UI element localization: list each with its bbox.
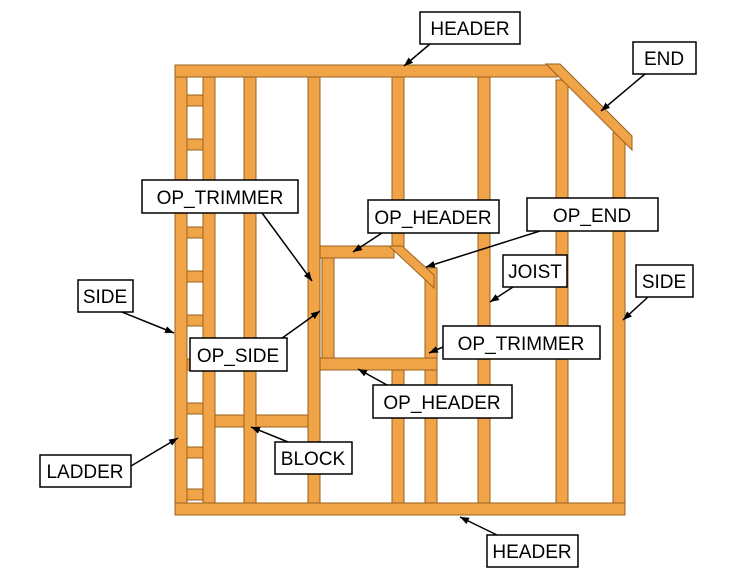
label-text: OP_SIDE: [197, 346, 279, 367]
leader-arrows: [121, 43, 649, 536]
op-end-diagonal-member: [387, 245, 435, 290]
ladder-rung: [185, 138, 205, 151]
label-text: SIDE: [83, 287, 127, 308]
label-box: [526, 197, 659, 232]
label-box: [189, 337, 288, 372]
label-text: SIDE: [642, 272, 686, 293]
label-text: OP_END: [553, 206, 631, 227]
label-box: [367, 199, 500, 234]
arrow-op-trimmer-right: [428, 346, 444, 354]
side-left-member: [174, 64, 188, 516]
label-side-right: SIDE: [635, 264, 694, 298]
label-op-end: OP_END: [526, 197, 659, 232]
arrow-op-header-top: [352, 232, 383, 253]
arrow-block: [250, 426, 289, 443]
stud-member: [243, 76, 257, 504]
ladder-rung: [185, 94, 205, 107]
arrow-op-trimmer-left: [261, 212, 313, 282]
label-box: [442, 325, 601, 360]
label-box: [632, 41, 697, 75]
ladder-right-rail: [202, 76, 216, 504]
label-text: HEADER: [430, 19, 509, 40]
label-box: [141, 179, 299, 214]
label-box: [419, 11, 521, 45]
label-text: OP_TRIMMER: [157, 188, 284, 209]
label-side-left: SIDE: [77, 279, 134, 313]
label-text: END: [644, 49, 684, 70]
label-ladder: LADDER: [39, 454, 132, 488]
end-diagonal-member: [544, 63, 633, 152]
label-text: OP_HEADER: [374, 208, 491, 229]
label-text: OP_TRIMMER: [458, 334, 585, 355]
arrow-op-header-bottom: [357, 368, 388, 386]
stud-member: [555, 79, 569, 504]
op-header-top-member: [319, 245, 395, 259]
arrow-op-side: [277, 310, 321, 342]
op-trimmer-left-member: [307, 76, 321, 504]
label-op-trimmer-left: OP_TRIMMER: [141, 179, 299, 214]
label-block: BLOCK: [274, 441, 353, 475]
callout-labels: HEADER END OP_TRIMMER OP_HEADER OP_END J…: [39, 11, 697, 568]
label-box: [39, 454, 132, 488]
ladder-rung: [185, 270, 205, 283]
arrow-header-bottom: [459, 516, 498, 536]
ladder-rung: [185, 314, 205, 327]
framing-members: [174, 63, 633, 516]
op-header-bottom-member: [319, 357, 438, 371]
label-op-header-top: OP_HEADER: [367, 199, 500, 234]
label-box: [274, 441, 353, 475]
arrow-op-end: [425, 230, 541, 268]
label-joist: JOIST: [502, 254, 568, 288]
ladder-rung: [185, 226, 205, 239]
label-op-trimmer-right: OP_TRIMMER: [442, 325, 601, 360]
arrow-side-left: [121, 311, 175, 334]
label-op-header-bottom: OP_HEADER: [372, 384, 513, 419]
header-bottom-member: [174, 502, 626, 516]
header-top-member: [174, 64, 558, 78]
label-box: [77, 279, 134, 313]
ladder-rung: [185, 488, 205, 501]
label-header-top: HEADER: [419, 11, 521, 45]
joist-member: [477, 76, 491, 504]
label-text: JOIST: [508, 262, 562, 283]
block-member: [214, 414, 309, 428]
label-header-bottom: HEADER: [486, 534, 579, 568]
arrow-header-top: [403, 43, 431, 67]
label-text: OP_HEADER: [383, 393, 500, 414]
label-box: [486, 534, 579, 568]
ladder-rung: [185, 446, 205, 459]
ladder-rung: [185, 402, 205, 415]
arrow-joist: [489, 286, 514, 303]
arrow-side-right: [622, 296, 649, 321]
label-box: [502, 254, 568, 288]
label-op-side: OP_SIDE: [189, 337, 288, 372]
op-side-member: [321, 245, 335, 371]
side-right-member: [612, 132, 626, 516]
arrow-end: [600, 73, 646, 112]
label-text: HEADER: [492, 542, 571, 563]
arrow-ladder: [130, 437, 179, 467]
label-text: BLOCK: [281, 449, 346, 470]
label-box: [372, 384, 513, 419]
label-end: END: [632, 41, 697, 75]
label-text: LADDER: [46, 462, 123, 483]
label-box: [635, 264, 694, 298]
